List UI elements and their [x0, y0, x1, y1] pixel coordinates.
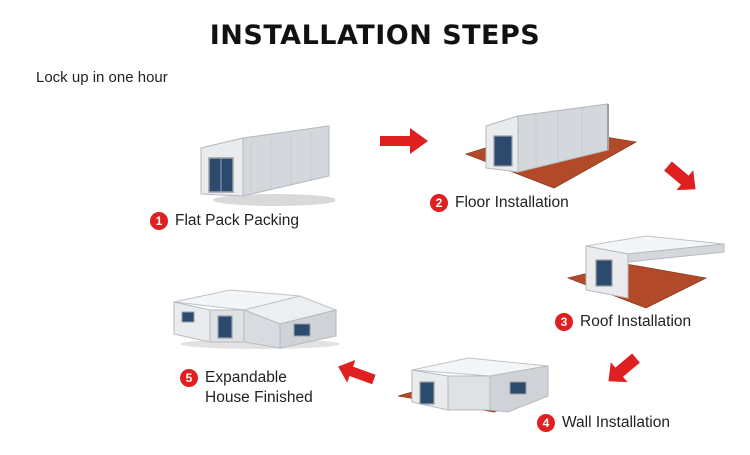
step-4-illustration [398, 352, 558, 414]
step-1-text: Flat Pack Packing [175, 212, 300, 229]
step-3-illustration [566, 228, 726, 310]
step-2-illustration [458, 98, 638, 190]
step-4-text: Wall Installation [562, 414, 670, 431]
step-2-badge: 2 [430, 194, 448, 212]
arrow-right-icon [380, 128, 428, 154]
step-4-badge: 4 [537, 414, 555, 432]
step-2-text: Floor Installation [455, 194, 569, 211]
page-subtitle: Lock up in one hour [36, 69, 168, 86]
step-5-illustration [170, 280, 340, 350]
step-3-text: Roof Installation [580, 313, 692, 330]
step-3-label: 3 Roof Installation [555, 312, 691, 332]
arrow-left-icon [335, 358, 377, 388]
step-5-text: Expandable House Finished [205, 368, 313, 408]
step-2-label: 2 Floor Installation [430, 193, 569, 213]
step-1-label: 1 Flat Pack Packing [150, 211, 299, 231]
step-5-label: 5 Expandable House Finished [180, 368, 313, 408]
arrow-down-left-icon [604, 352, 642, 386]
step-1-badge: 1 [150, 212, 168, 230]
step-4-label: 4 Wall Installation [537, 413, 670, 433]
step-5-badge: 5 [180, 369, 198, 387]
step-1-illustration [195, 118, 335, 208]
step-5-text-line1: Expandable [205, 369, 287, 386]
step-5-text-line2: House Finished [205, 389, 313, 406]
page-title: INSTALLATION STEPS [209, 20, 541, 51]
arrow-down-right-icon [662, 160, 700, 194]
step-3-badge: 3 [555, 313, 573, 331]
